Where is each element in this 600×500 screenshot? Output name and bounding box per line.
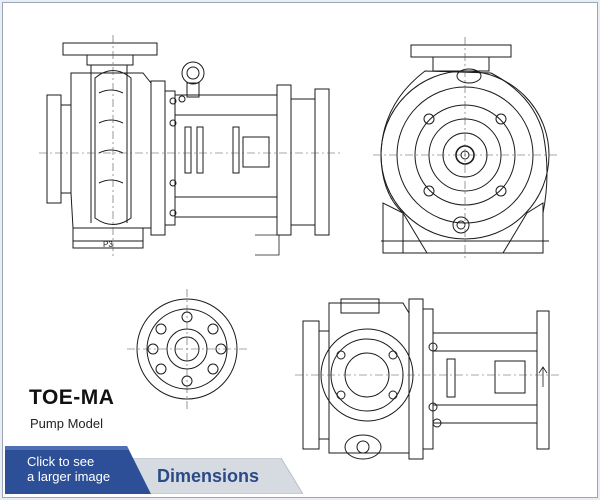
larger-image-button-shape (5, 446, 151, 494)
model-subtitle: Pump Model (30, 416, 103, 431)
side-view-label: P3 (103, 240, 113, 249)
larger-image-line1: Click to see (27, 454, 95, 469)
pump-flange-view (127, 289, 247, 409)
pump-side-view: P3 (39, 35, 343, 259)
pump-technical-drawing[interactable]: P3 (3, 3, 597, 497)
dimensions-tab[interactable]: Dimensions (131, 458, 303, 494)
pump-front-view (373, 37, 559, 261)
larger-image-label: Click to see a larger image (27, 454, 137, 484)
dimensions-tab-shape (131, 458, 303, 494)
larger-image-button[interactable]: Click to see a larger image (5, 446, 151, 494)
pump-top-view (295, 298, 559, 460)
larger-image-line2: a larger image (27, 469, 111, 484)
model-name: TOE-MA (29, 386, 115, 409)
dimensions-tab-label: Dimensions (157, 466, 260, 486)
